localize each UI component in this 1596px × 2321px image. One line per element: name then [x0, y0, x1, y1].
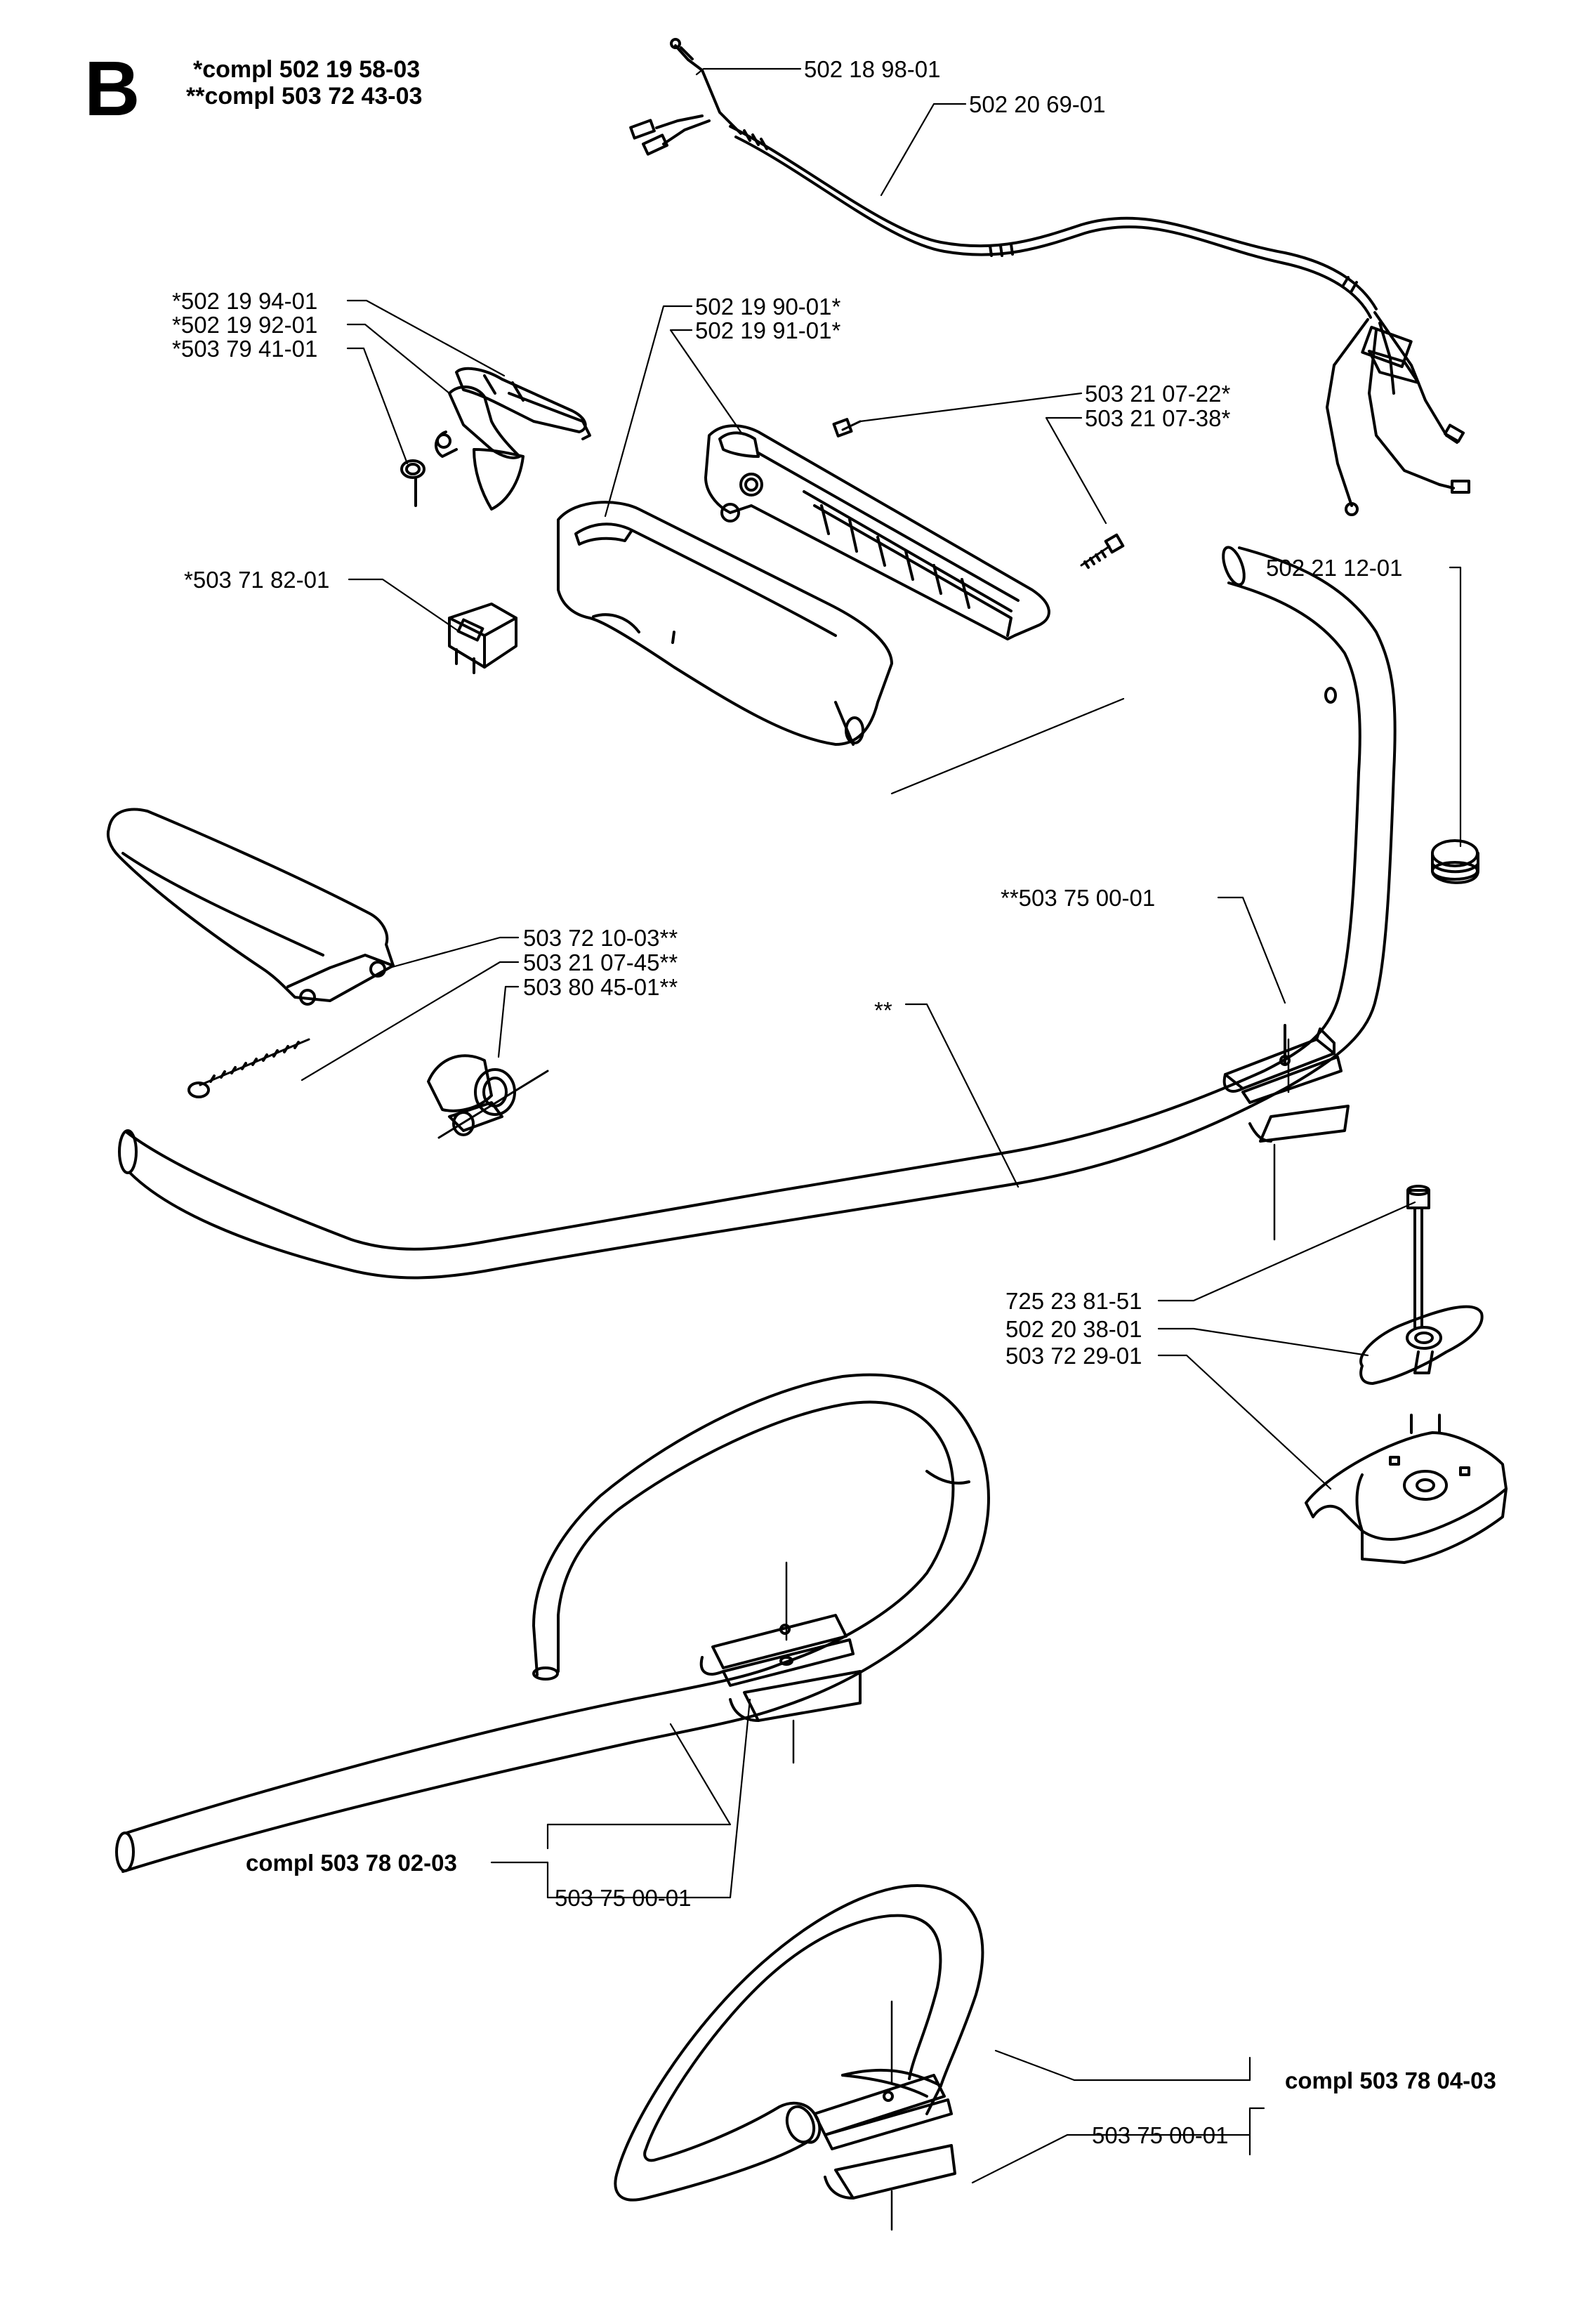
part-label-503-79-41-01: *503 79 41-01 — [172, 336, 318, 362]
part-label-503-75-00-01-clamp: **503 75 00-01 — [1001, 885, 1156, 911]
stop-switch-drawing — [448, 603, 517, 674]
left-grip-drawing — [106, 808, 549, 1139]
part-label-502-19-90-01: 502 19 90-01* — [695, 294, 841, 320]
wiring-harness-drawing — [629, 38, 1470, 516]
loop-handle-02-drawing — [115, 1373, 990, 1873]
part-label-502-21-12-01: 502 21 12-01 — [1266, 555, 1403, 581]
compl-double-star-label: **compl 503 72 43-03 — [186, 83, 423, 110]
part-label-double-star: ** — [874, 997, 892, 1023]
part-label-502-19-91-01: 502 19 91-01* — [695, 317, 841, 343]
part-label-502-18-98-01: 502 18 98-01 — [804, 56, 941, 82]
loop-handle-bar-drawing — [118, 546, 1397, 1280]
part-label-502-20-38-01: 502 20 38-01 — [1005, 1316, 1142, 1342]
part-label-503-21-07-22: 503 21 07-22* — [1085, 381, 1231, 407]
bar-clamp-drawing — [1222, 1024, 1350, 1241]
leader-lines — [301, 67, 1462, 2184]
part-label-503-21-07-38: 503 21 07-38* — [1085, 405, 1231, 431]
compl-label-503-78-04-03: compl 503 78 04-03 — [1285, 2067, 1496, 2093]
compl-label-503-78-02-03: compl 503 78 02-03 — [246, 1850, 457, 1876]
part-label-503-72-29-01: 503 72 29-01 — [1005, 1343, 1142, 1369]
handle-halves-drawing — [557, 418, 1125, 746]
grommet-drawing — [1431, 839, 1479, 884]
part-label-503-75-00-01-a: 503 75 00-01 — [555, 1885, 692, 1911]
part-label-503-80-45-01: 503 80 45-01** — [523, 974, 678, 1000]
part-label-502-20-69-01: 502 20 69-01 — [969, 91, 1106, 117]
section-letter: B — [84, 46, 140, 132]
part-label-503-71-82-01: *503 71 82-01 — [184, 567, 330, 593]
compl-single-star-label: *compl 502 19 58-03 — [193, 56, 421, 83]
part-label-503-75-00-01-b: 503 75 00-01 — [1092, 2122, 1229, 2148]
part-label-502-19-94-01: *502 19 94-01 — [172, 288, 318, 314]
loop-handle-04-drawing — [614, 1883, 984, 2231]
part-label-503-72-10-03: 503 72 10-03** — [523, 925, 678, 951]
part-label-502-19-92-01: *502 19 92-01 — [172, 312, 318, 338]
part-label-503-21-07-45: 503 21 07-45** — [523, 949, 678, 975]
throttle-trigger-drawing — [400, 367, 591, 511]
part-label-725-23-81-51: 725 23 81-51 — [1005, 1288, 1142, 1314]
knob-assembly-drawing — [1305, 1185, 1508, 1564]
